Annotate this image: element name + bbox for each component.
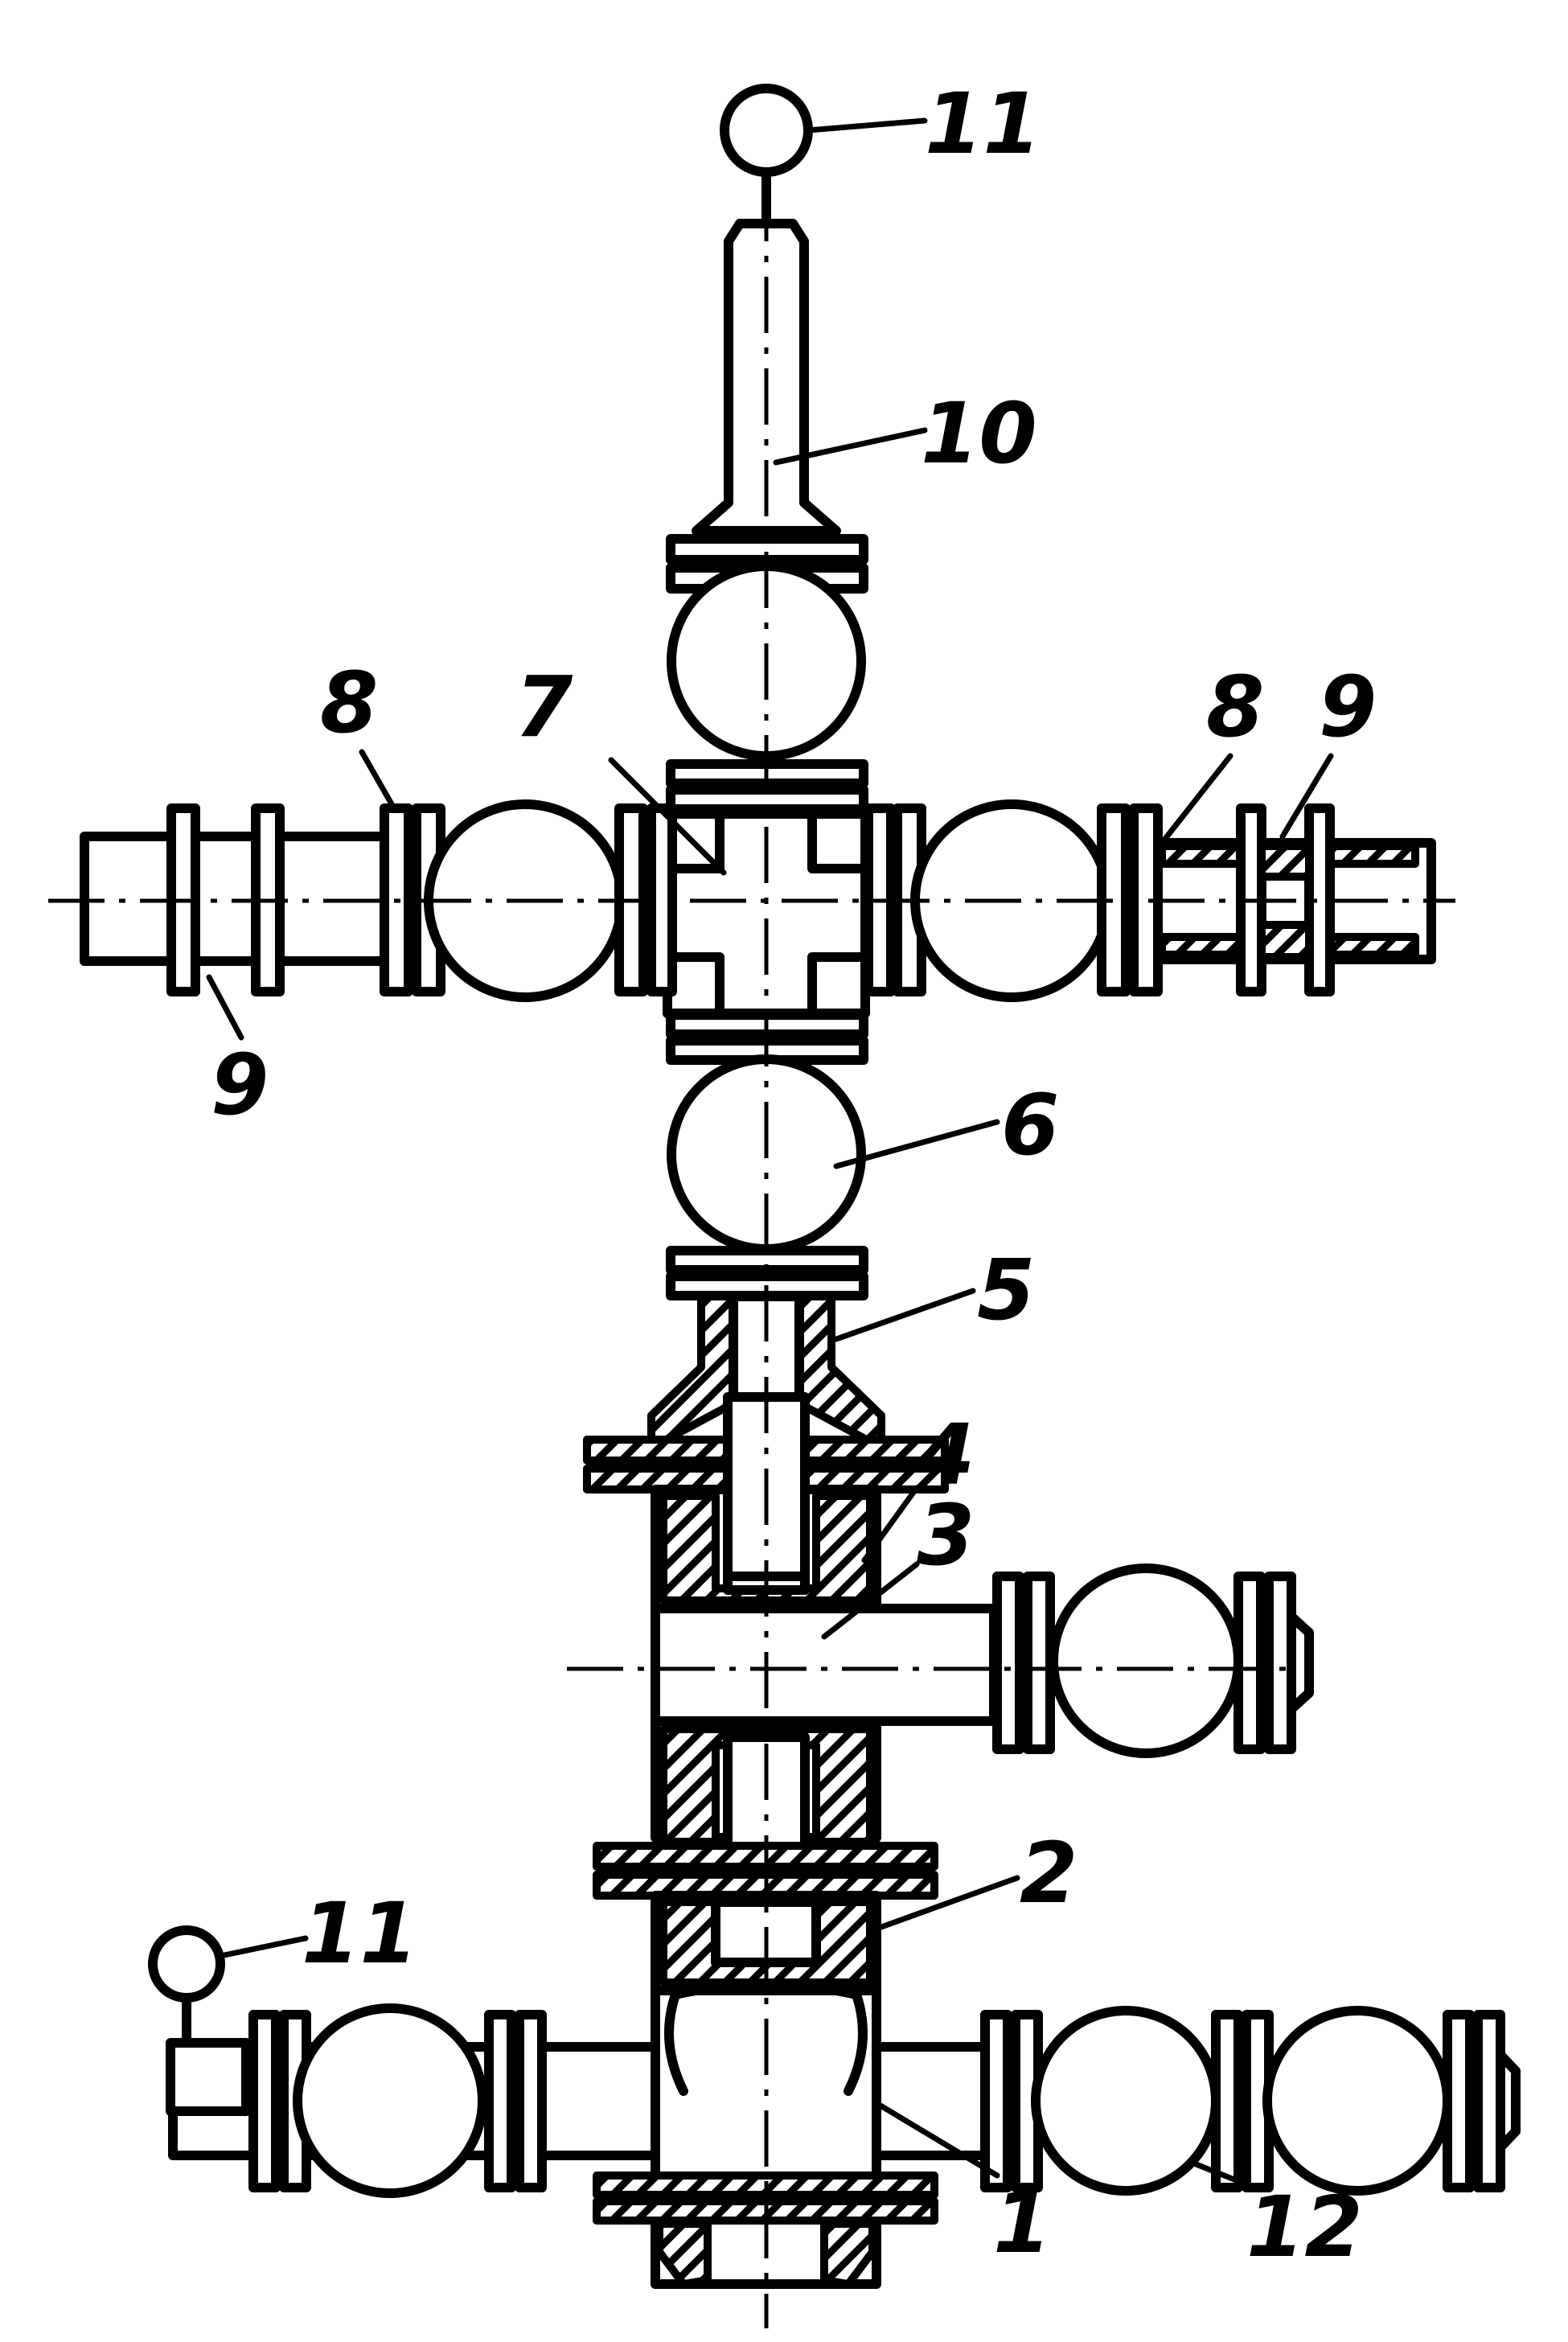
callout-labels: 11 10 7 8 8 9 9 6 5 4 3 2 11 1 12: [211, 75, 1377, 2276]
side-outlet-3: [651, 1563, 1314, 1758]
label-8-left: 8: [320, 654, 378, 752]
label-8-right: 8: [1206, 658, 1264, 756]
label-6: 6: [1001, 1076, 1059, 1174]
label-11-bottom: 11: [302, 1884, 418, 1982]
axis-lines: [48, 185, 1455, 2328]
label-12: 12: [1246, 2178, 1363, 2276]
label-3: 3: [917, 1486, 975, 1584]
right-casing-line: [872, 2006, 1521, 2196]
label-4: 4: [916, 1406, 975, 1504]
label-7: 7: [515, 658, 573, 756]
label-5: 5: [977, 1241, 1035, 1339]
left-casing-line: [148, 1925, 660, 2198]
label-2: 2: [1020, 1824, 1077, 1922]
label-9-right: 9: [1319, 658, 1377, 756]
leader-lines: [206, 117, 1334, 2191]
label-1: 1: [993, 2174, 1051, 2272]
label-11-top: 11: [925, 75, 1041, 173]
label-10: 10: [921, 384, 1037, 483]
label-9-left: 9: [211, 1036, 269, 1134]
bottom-pressure-gauge: [148, 1925, 225, 2003]
